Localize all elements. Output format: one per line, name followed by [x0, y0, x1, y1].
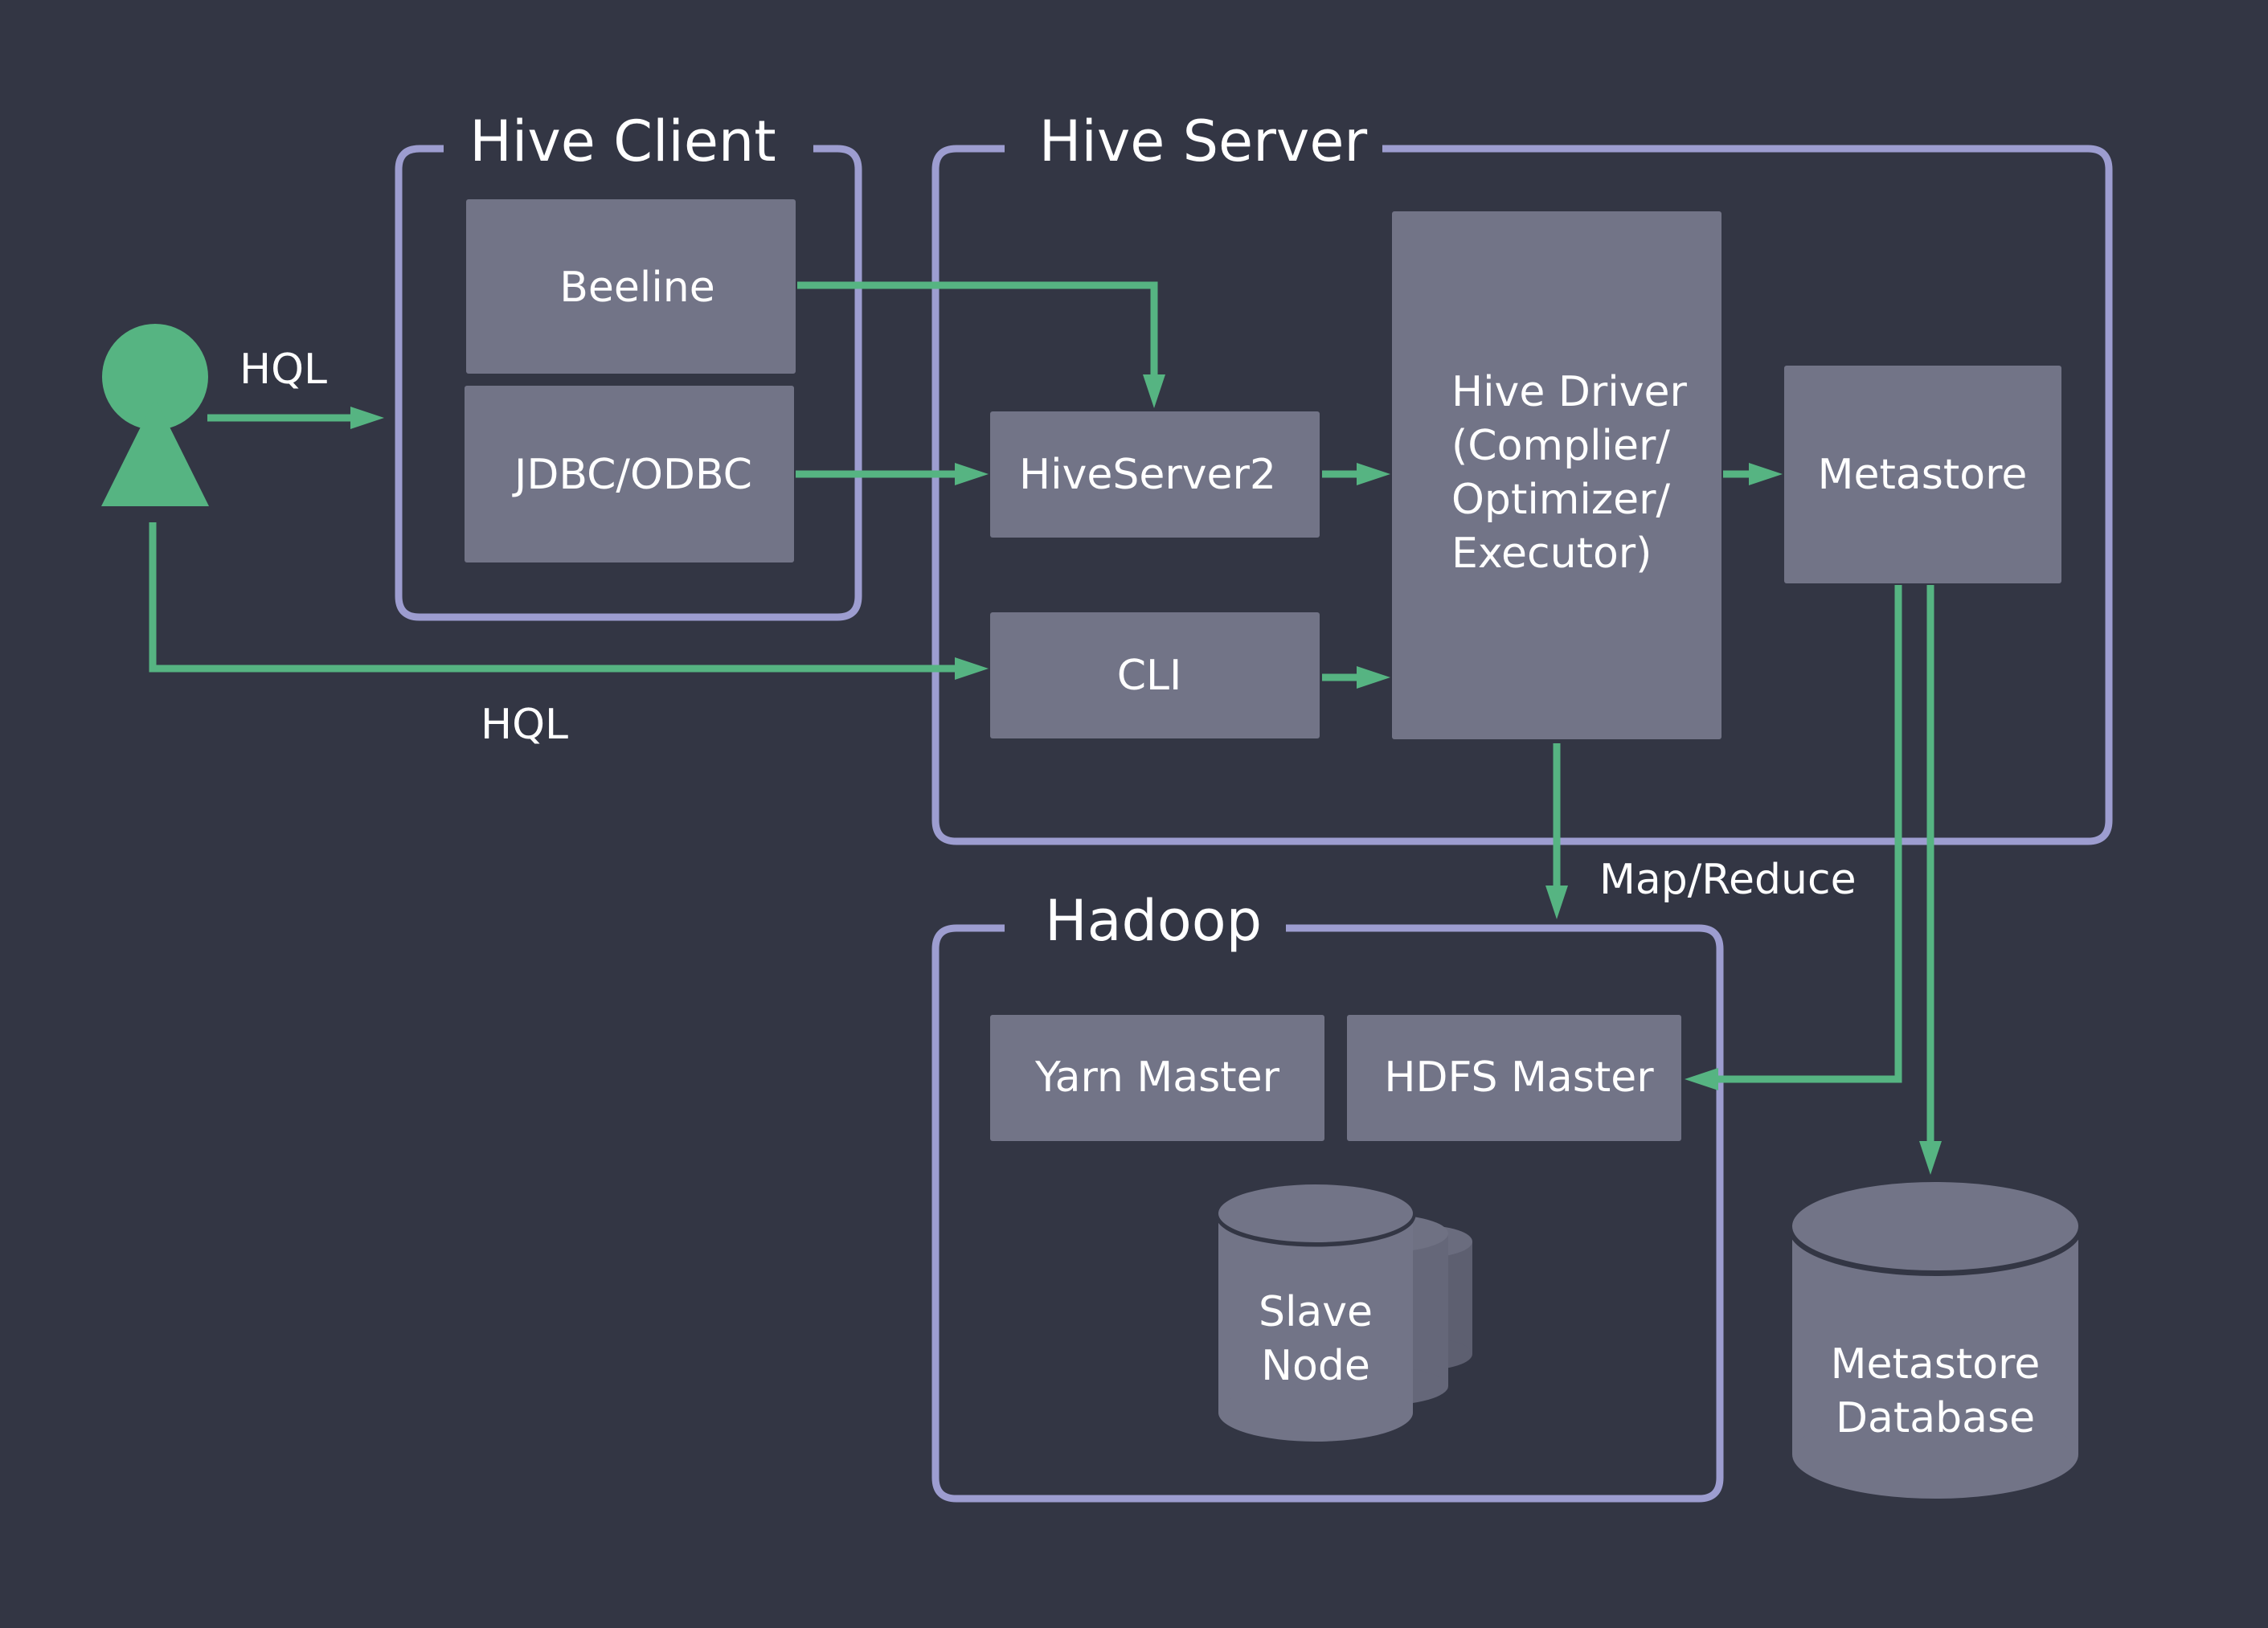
- metastore-label: Metastore: [1818, 451, 2028, 499]
- jdbc-odbc-node: JDBC/ODBC: [465, 386, 794, 562]
- hive-driver-label-2: (Complier/: [1451, 422, 1670, 470]
- hive-driver-label-1: Hive Driver: [1451, 368, 1687, 416]
- hive-driver-node: Hive Driver (Complier/ Optimizer/ Execut…: [1392, 211, 1721, 739]
- user-icon: [101, 324, 209, 506]
- jdbc-odbc-label: JDBC/ODBC: [512, 451, 752, 499]
- arrow-metastore-to-database: [1919, 585, 1942, 1175]
- arrow-hiveserver2-to-driver: [1322, 463, 1390, 485]
- metastore-database-node: Metastore Database: [1788, 1182, 2082, 1499]
- beeline-node: Beeline: [466, 199, 796, 374]
- hdfs-master-node: HDFS Master: [1347, 1015, 1681, 1141]
- yarn-master-label: Yarn Master: [1034, 1053, 1280, 1102]
- slave-node-label-1: Slave: [1259, 1288, 1373, 1336]
- hiveserver2-node: HiveServer2: [990, 411, 1320, 538]
- arrow-metastore-to-hdfs-master: [1685, 585, 1902, 1090]
- arrow-driver-to-hadoop: [1545, 743, 1568, 919]
- hive-driver-label-4: Executor): [1451, 530, 1652, 578]
- hive-client-title: Hive Client: [469, 108, 776, 174]
- hive-server-title: Hive Server: [1039, 108, 1368, 174]
- hql-label-top: HQL: [239, 346, 327, 394]
- cli-node: CLI: [990, 612, 1320, 738]
- arrow-beeline-to-hiveserver2: [797, 281, 1165, 408]
- hive-client-frame: [395, 145, 862, 621]
- arrow-jdbc-to-hiveserver2: [796, 463, 989, 485]
- map-reduce-label: Map/Reduce: [1599, 856, 1857, 904]
- hive-driver-label-3: Optimizer/: [1451, 476, 1671, 524]
- beeline-label: Beeline: [559, 264, 715, 312]
- hive-server-frame: [931, 145, 2113, 845]
- arrow-driver-to-metastore: [1723, 463, 1783, 485]
- metastore-database-label-1: Metastore: [1831, 1340, 2041, 1389]
- arrow-cli-to-driver: [1322, 666, 1390, 689]
- hadoop-title: Hadoop: [1045, 888, 1262, 954]
- metastore-database-label-2: Database: [1836, 1394, 2035, 1442]
- arrow-user-to-cli: [149, 522, 989, 680]
- slave-node-front-cylinder: [1215, 1184, 1416, 1442]
- hql-label-bottom: HQL: [481, 701, 568, 749]
- hdfs-master-label: HDFS Master: [1384, 1053, 1654, 1102]
- hadoop-frame: [931, 924, 1724, 1503]
- slave-node-label-2: Node: [1261, 1342, 1370, 1390]
- yarn-master-node: Yarn Master: [990, 1015, 1324, 1141]
- slave-node: Slave Node: [1215, 1184, 1472, 1442]
- cli-label: CLI: [1117, 652, 1182, 700]
- arrow-user-to-client: [207, 407, 384, 429]
- hiveserver2-label: HiveServer2: [1019, 451, 1276, 499]
- metastore-node: Metastore: [1784, 366, 2061, 583]
